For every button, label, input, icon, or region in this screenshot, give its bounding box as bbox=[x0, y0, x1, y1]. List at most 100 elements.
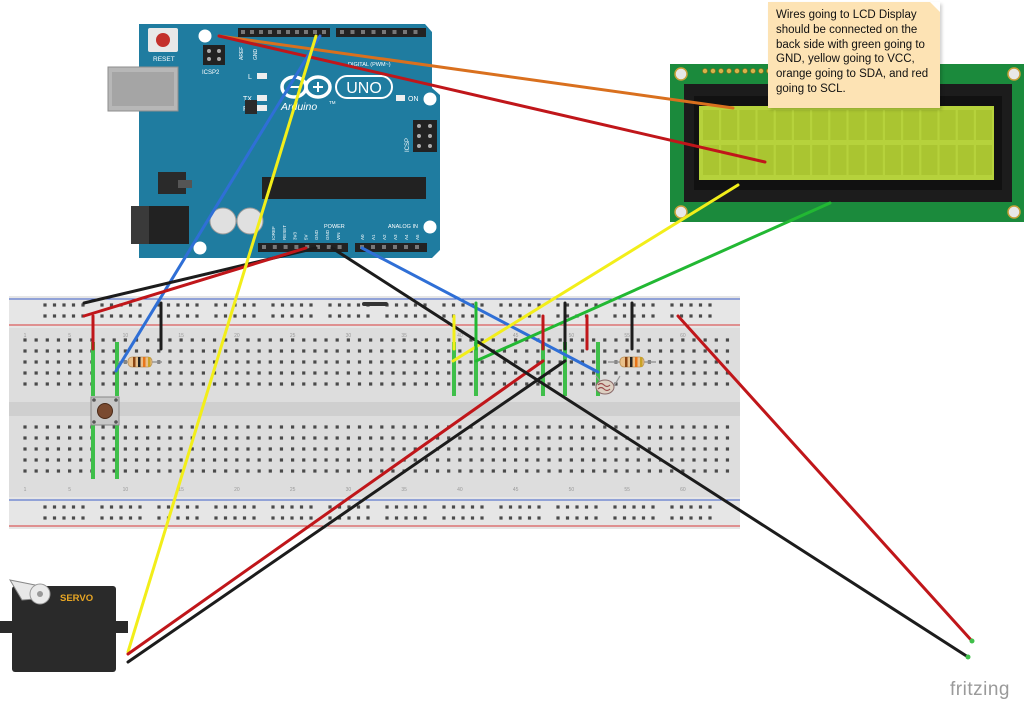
breadboard-hole bbox=[23, 425, 27, 429]
breadboard-hole bbox=[224, 382, 228, 386]
breadboard-hole bbox=[369, 447, 373, 451]
rail-hole bbox=[43, 516, 47, 520]
breadboard-hole bbox=[435, 382, 440, 386]
rail-hole bbox=[632, 303, 636, 307]
header-pin bbox=[304, 30, 308, 34]
breadboard-hole bbox=[302, 436, 306, 440]
header-pin bbox=[382, 245, 386, 249]
breadboard-hole bbox=[603, 469, 607, 473]
led-rx bbox=[257, 105, 267, 111]
wire-black-long bbox=[330, 246, 970, 659]
rail-hole bbox=[128, 505, 133, 509]
breadboard-hole bbox=[558, 436, 562, 440]
breadboard-hole bbox=[201, 425, 205, 429]
mount-hole bbox=[198, 29, 212, 43]
note-text: Wires going to LCD Display should be con… bbox=[776, 9, 929, 95]
breadboard-hole bbox=[246, 447, 250, 451]
rail-hole bbox=[157, 303, 161, 307]
rail-hole bbox=[242, 505, 247, 509]
mount-hole bbox=[423, 92, 437, 106]
breadboard-hole bbox=[703, 436, 707, 440]
rail-hole bbox=[119, 314, 123, 318]
breadboard-hole bbox=[279, 382, 284, 386]
rail-hole bbox=[356, 516, 361, 520]
breadboard-hole bbox=[458, 436, 462, 440]
breadboard-hole bbox=[179, 371, 183, 375]
power-pin-label: GND bbox=[325, 229, 330, 240]
rail-hole bbox=[413, 516, 418, 520]
breadboard-hole bbox=[45, 436, 49, 440]
rail-hole bbox=[280, 505, 285, 509]
breadboard-hole bbox=[79, 425, 83, 429]
breadboard-hole bbox=[357, 436, 362, 440]
breadboard-hole bbox=[447, 338, 451, 342]
breadboard-hole bbox=[547, 469, 551, 473]
rail-hole bbox=[480, 516, 484, 520]
breadboard-hole bbox=[681, 447, 685, 451]
lcd-cell bbox=[703, 145, 719, 175]
rail-hole bbox=[698, 516, 703, 520]
breadboard-hole bbox=[257, 338, 261, 342]
header-pin bbox=[294, 245, 299, 249]
icsp2-header bbox=[203, 45, 225, 65]
rail-hole bbox=[641, 505, 646, 509]
rail-hole bbox=[71, 314, 76, 318]
rail-hole bbox=[499, 505, 503, 509]
breadboard-hole bbox=[101, 469, 105, 473]
breadboard-hole bbox=[670, 371, 674, 375]
breadboard-hole bbox=[703, 338, 707, 342]
digital-label: DIGITAL (PWM~) bbox=[348, 62, 391, 68]
breadboard-hole bbox=[447, 458, 451, 462]
breadboard-hole bbox=[569, 360, 573, 364]
rail-hole bbox=[527, 516, 532, 520]
breadboard-hole bbox=[212, 338, 217, 342]
breadboard-hole bbox=[101, 447, 105, 451]
breadboard-hole bbox=[313, 447, 317, 451]
breadboard-hole bbox=[179, 425, 183, 429]
breadboard-hole bbox=[79, 447, 83, 451]
breadboard-hole bbox=[380, 469, 384, 473]
breadboard-hole bbox=[302, 371, 306, 375]
atmega-chip bbox=[262, 177, 426, 199]
breadboard-hole bbox=[413, 349, 417, 353]
breadboard-hole bbox=[435, 458, 440, 462]
rail-hole bbox=[242, 314, 247, 318]
breadboard-hole bbox=[636, 436, 640, 440]
breadboard-hole bbox=[357, 371, 362, 375]
breadboard-hole bbox=[491, 425, 495, 429]
breadboard-hole bbox=[625, 338, 629, 342]
breadboard-hole bbox=[79, 382, 83, 386]
breadboard-hole bbox=[335, 469, 339, 473]
lcd-cell bbox=[812, 110, 829, 140]
breadboard-hole bbox=[380, 371, 384, 375]
led-l-label: L bbox=[248, 74, 252, 81]
breadboard-hole bbox=[692, 458, 696, 462]
breadboard-hole bbox=[525, 425, 529, 429]
breadboard-hole bbox=[101, 436, 105, 440]
rail-hole bbox=[708, 516, 712, 520]
breadboard-hole bbox=[146, 469, 150, 473]
breadboard-hole bbox=[335, 458, 339, 462]
rail-hole bbox=[470, 516, 475, 520]
breadboard-hole bbox=[558, 360, 562, 364]
breadboard-hole bbox=[268, 436, 272, 440]
rail-hole bbox=[366, 505, 370, 509]
voltage-regulator bbox=[158, 172, 186, 194]
rail-hole bbox=[81, 303, 85, 307]
rail-hole bbox=[651, 505, 655, 509]
breadboard-hole bbox=[101, 338, 105, 342]
rail-hole bbox=[670, 303, 674, 307]
breadboard-hole bbox=[123, 447, 127, 451]
breadboard-hole bbox=[636, 382, 640, 386]
small-chip bbox=[245, 100, 257, 114]
breadboard-hole bbox=[658, 338, 663, 342]
power-pin-label: GND bbox=[314, 229, 319, 240]
breadboard-hole bbox=[625, 447, 629, 451]
breadboard-hole bbox=[413, 360, 417, 364]
rail-hole bbox=[451, 516, 456, 520]
rail-hole bbox=[119, 516, 123, 520]
breadboard-hole bbox=[502, 338, 507, 342]
breadboard-hole bbox=[68, 349, 72, 353]
breadboard-hole bbox=[569, 447, 573, 451]
breadboard-hole bbox=[402, 436, 406, 440]
